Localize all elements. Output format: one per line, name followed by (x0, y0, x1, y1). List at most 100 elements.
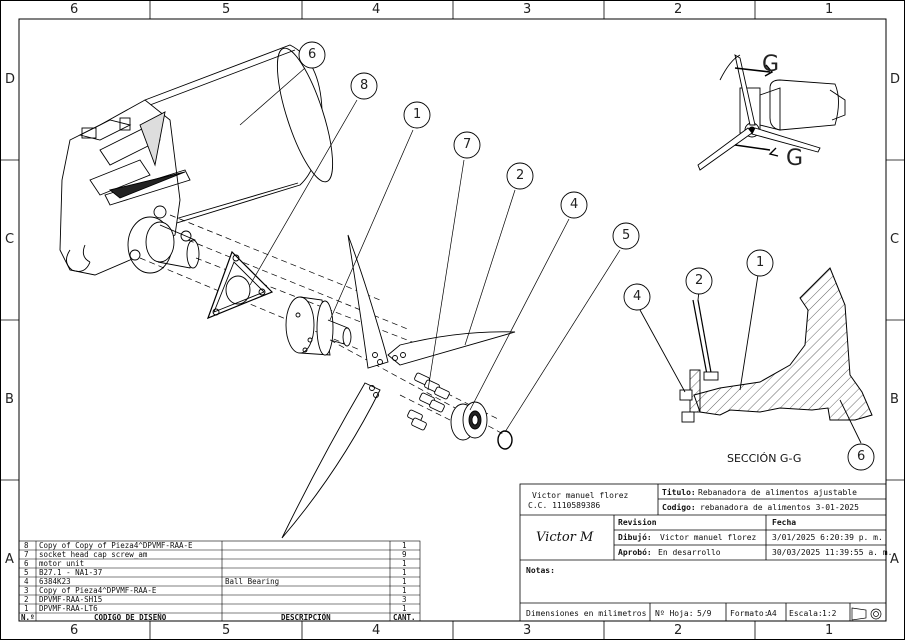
bom-code: DPVMF-RAA-LT6 (39, 604, 98, 613)
balloon-circles (298, 41, 640, 250)
fecha-label: Fecha (772, 518, 797, 527)
view-marker-g-bottom: G (786, 146, 804, 171)
title-value: Rebanadora de alimentos ajustable (698, 488, 857, 497)
balloon-4: 4 (570, 197, 579, 212)
bom-header-desc: DESCRIPCIÓN (281, 613, 331, 622)
zone-col-2-top: 2 (674, 2, 683, 17)
bom-row: 1 DPVMF-RAA-LT6 1 (19, 604, 420, 613)
zone-row-a-right: A (890, 552, 899, 567)
zone-col-2-bottom: 2 (674, 623, 683, 638)
bom-table: 8 Copy of Copy of Pieza4^DPVMF-RAA-E 1 7… (19, 541, 420, 622)
author-id: C.C. 1110589386 (528, 501, 601, 510)
view-marker-g-top: G (762, 52, 780, 77)
bom-row: 6 motor unit 1 (19, 559, 420, 568)
retaining-ring (497, 430, 513, 450)
zone-row-c-left: C (5, 232, 15, 247)
zone-row-d-right: D (890, 72, 901, 87)
bom-qty: 1 (402, 559, 407, 568)
zone-row-b-left: B (5, 392, 14, 407)
bom-code: socket head cap screw_am (39, 550, 148, 559)
bom-qty: 1 (402, 604, 407, 613)
zone-row-c-right: C (890, 232, 900, 247)
bom-row: 4 6384K23 Ball Bearing 1 (19, 577, 420, 586)
drew-date: 3/01/2025 6:20:39 p. m. (772, 533, 883, 542)
section-label: SECCIÓN G-G (727, 452, 802, 465)
bom-row: 5 B27.1 - NA1-37 1 (19, 568, 420, 577)
bom-num: 4 (24, 577, 29, 586)
bom-code: Copy of Copy of Pieza4^DPVMF-RAA-E (39, 541, 193, 550)
bom-code: B27.1 - NA1-37 (39, 568, 103, 577)
exploded-assembly-view (59, 41, 640, 539)
zone-col-3-bottom: 3 (523, 623, 532, 638)
sheet-label: Nº Hoja: (655, 609, 694, 618)
blade-upper (347, 234, 389, 369)
section-balloon-4: 4 (633, 289, 642, 304)
title-label: Titulo: (662, 488, 696, 497)
bom-code: Copy of Pieza4^DPVMF-RAA-E (39, 586, 157, 595)
bom-qty: 1 (402, 568, 407, 577)
bom-num: 2 (24, 595, 29, 604)
section-view (623, 249, 875, 471)
format-value: A4 (767, 609, 777, 618)
bom-row: 3 Copy of Pieza4^DPVMF-RAA-E 1 (19, 586, 420, 595)
drew-label: Dibujó: (618, 533, 652, 542)
sheet-value: 5/9 (697, 609, 712, 618)
format-label: Formato: (730, 609, 769, 618)
balloon-1: 1 (413, 107, 422, 122)
scale-value: 1:2 (822, 609, 837, 618)
bom-header-row: N.º CODIGO DE DISEÑO DESCRIPCIÓN CANT. (19, 613, 420, 622)
zone-col-6-top: 6 (70, 2, 79, 17)
bom-num: 3 (24, 586, 29, 595)
zone-col-5-top: 5 (222, 2, 231, 17)
author-name: Victor manuel florez (532, 491, 629, 500)
zone-col-4-bottom: 4 (372, 623, 381, 638)
notes-label: Notas: (526, 566, 555, 575)
zone-col-6-bottom: 6 (70, 623, 79, 638)
section-balloon-2: 2 (695, 273, 704, 288)
approved-label: Aprobó: (618, 548, 652, 557)
flange-plate (206, 250, 274, 320)
bom-desc: Ball Bearing (225, 577, 280, 586)
bom-qty: 1 (402, 577, 407, 586)
zone-row-d-left: D (5, 72, 16, 87)
bom-qty: 9 (402, 550, 407, 559)
zone-col-1-bottom: 1 (825, 623, 834, 638)
bom-num: 6 (24, 559, 29, 568)
bom-code: 6384K23 (39, 577, 71, 586)
bom-header-num: N.º (21, 613, 35, 622)
bom-num: 8 (24, 541, 29, 550)
balloon-2: 2 (516, 168, 525, 183)
bom-code: motor unit (39, 559, 85, 568)
balloon-5: 5 (622, 228, 631, 243)
bom-num: 7 (24, 550, 29, 559)
section-balloon-1: 1 (756, 255, 765, 270)
bom-qty: 1 (402, 586, 407, 595)
code-value: rebanadora de alimentos 3-01-2025 (700, 503, 859, 512)
revision-label: Revision (618, 518, 657, 527)
bom-row: 7 socket head cap screw_am 9 (19, 550, 420, 559)
approved-value: En desarrollo (658, 548, 721, 557)
bom-code: DPVMF-RAA-SH15 (39, 595, 103, 604)
balloon-8: 8 (360, 78, 369, 93)
bom-qty: 1 (402, 541, 407, 550)
bearing (450, 401, 488, 441)
detail-view (697, 54, 846, 171)
scale-label: Escala: (789, 609, 823, 618)
balloon-6: 6 (308, 47, 317, 62)
bom-num: 1 (24, 604, 29, 613)
section-balloon-6: 6 (857, 449, 866, 464)
blade-right (387, 331, 516, 366)
code-label: Codigo: (662, 503, 696, 512)
zone-col-4-top: 4 (372, 2, 381, 17)
bom-header-qty: CANT. (393, 613, 416, 622)
title-block-frame (519, 483, 887, 622)
motor-unit (59, 44, 334, 276)
bom-row: 8 Copy of Copy of Pieza4^DPVMF-RAA-E 1 (19, 541, 420, 550)
bom-qty: 3 (402, 595, 407, 604)
bom-table-frame (18, 540, 421, 622)
drew-value: Victor manuel florez (660, 533, 757, 542)
zone-col-1-top: 1 (825, 2, 834, 17)
units-text: Dimensiones en milimetros (526, 609, 647, 618)
